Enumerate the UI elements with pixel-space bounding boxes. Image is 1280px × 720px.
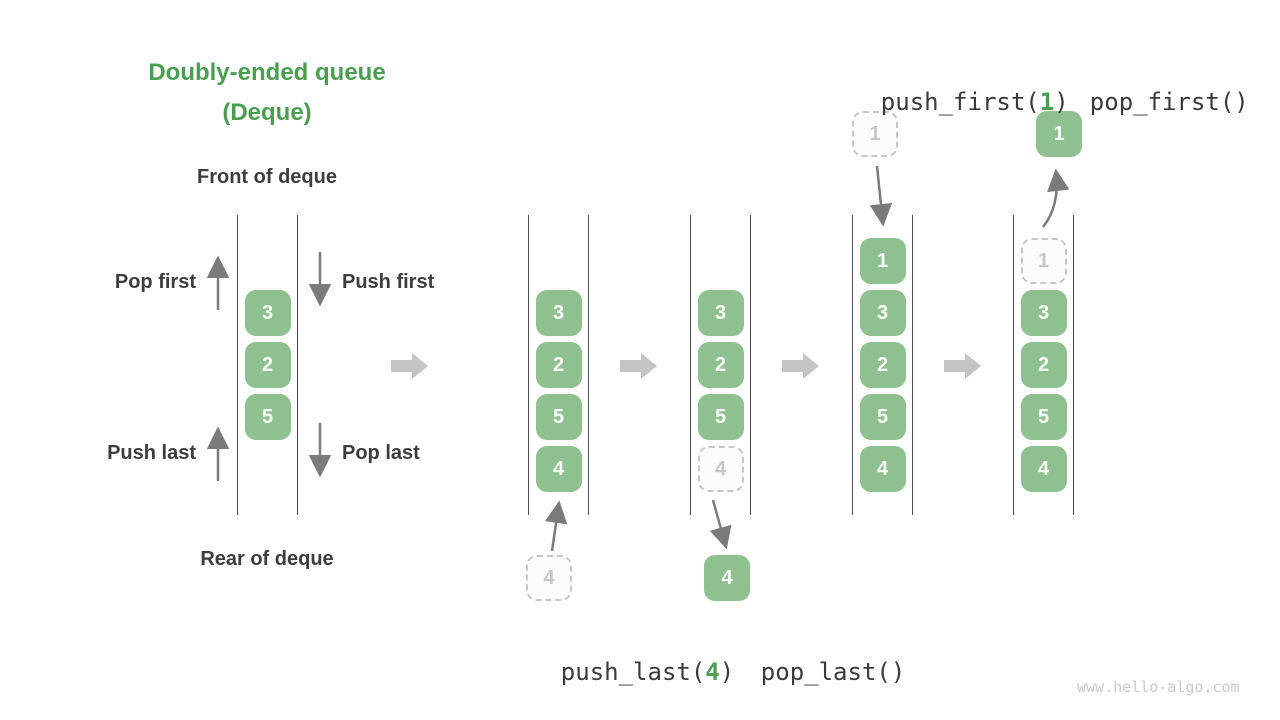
pop-first-connector-arrow bbox=[1042, 168, 1070, 228]
push-first-op-label: push_first(1) bbox=[823, 60, 1069, 144]
diagram-title: Doubly-ended queue (Deque) bbox=[67, 53, 467, 133]
op-name: pop_first() bbox=[1089, 88, 1249, 116]
diagram-title-line1: Doubly-ended queue bbox=[148, 59, 386, 86]
deque-cell-ghost: 1 bbox=[1020, 238, 1067, 284]
front-of-deque-label: Front of deque bbox=[197, 166, 337, 188]
watermark: www.hello-algo.com bbox=[1077, 678, 1240, 696]
deque-cell: 5 bbox=[244, 394, 291, 440]
push-first-arrow-icon bbox=[308, 252, 332, 307]
pop-last-result-cell: 4 bbox=[704, 555, 750, 601]
deque-stage-1: 3 2 5 bbox=[237, 215, 298, 515]
pop-last-op-label: pop_last() bbox=[703, 630, 906, 714]
deque-stage-5: 1 3 2 5 4 bbox=[1013, 215, 1074, 515]
op-name: pop_last() bbox=[760, 658, 906, 686]
stage-arrow-1-icon bbox=[391, 353, 428, 379]
deque-cell: 2 bbox=[535, 342, 582, 388]
pop-last-connector-arrow bbox=[709, 499, 732, 550]
deque-cell-ghost: 4 bbox=[697, 446, 744, 492]
deque-cell: 2 bbox=[244, 342, 291, 388]
pop-first-arrow-icon bbox=[206, 255, 230, 310]
push-first-connector-arrow bbox=[869, 165, 893, 227]
push-last-arrow-icon bbox=[206, 426, 230, 481]
deque-cell: 3 bbox=[244, 290, 291, 336]
push-last-label: Push last bbox=[107, 442, 196, 464]
deque-cell: 3 bbox=[697, 290, 744, 336]
deque-cell: 4 bbox=[859, 446, 906, 492]
stage-arrow-2-icon bbox=[620, 353, 657, 379]
pop-first-label: Pop first bbox=[114, 271, 196, 293]
deque-cell: 5 bbox=[1020, 394, 1067, 440]
rear-of-deque-label: Rear of deque bbox=[200, 548, 334, 570]
deque-cell: 2 bbox=[859, 342, 906, 388]
deque-cell: 4 bbox=[535, 446, 582, 492]
op-name: push_last( bbox=[560, 658, 706, 686]
op-close: ) bbox=[1054, 88, 1069, 116]
deque-cell: 5 bbox=[697, 394, 744, 440]
deque-stage-3: 3 2 5 4 bbox=[690, 215, 751, 515]
deque-cell: 2 bbox=[697, 342, 744, 388]
deque-cell: 2 bbox=[1020, 342, 1067, 388]
pop-first-op-label: pop_first() bbox=[1032, 60, 1249, 144]
push-first-source-cell: 1 bbox=[852, 111, 898, 157]
pop-last-label: Pop last bbox=[342, 442, 420, 464]
deque-cell: 5 bbox=[535, 394, 582, 440]
deque-cell: 3 bbox=[535, 290, 582, 336]
push-last-source-cell: 4 bbox=[526, 555, 572, 601]
op-name: push_first( bbox=[880, 88, 1040, 116]
op-arg: 1 bbox=[1039, 88, 1055, 116]
op-close: ) bbox=[719, 658, 735, 686]
deque-cell: 4 bbox=[1020, 446, 1067, 492]
stage-arrow-3-icon bbox=[782, 353, 819, 379]
deque-cell: 3 bbox=[859, 290, 906, 336]
push-last-connector-arrow bbox=[544, 500, 568, 552]
push-last-op-label: push_last(4) bbox=[503, 630, 734, 714]
pop-last-arrow-icon bbox=[308, 423, 332, 478]
deque-stage-2: 3 2 5 4 bbox=[528, 215, 589, 515]
deque-cell: 1 bbox=[859, 238, 906, 284]
push-first-label: Push first bbox=[342, 271, 435, 293]
op-arg: 4 bbox=[705, 658, 720, 686]
deque-cell: 5 bbox=[859, 394, 906, 440]
stage-arrow-4-icon bbox=[944, 353, 981, 379]
deque-cell: 3 bbox=[1020, 290, 1067, 336]
diagram-title-line2: (Deque) bbox=[222, 99, 312, 126]
pop-first-result-cell: 1 bbox=[1036, 111, 1082, 157]
deque-stage-4: 1 3 2 5 4 bbox=[852, 215, 913, 515]
